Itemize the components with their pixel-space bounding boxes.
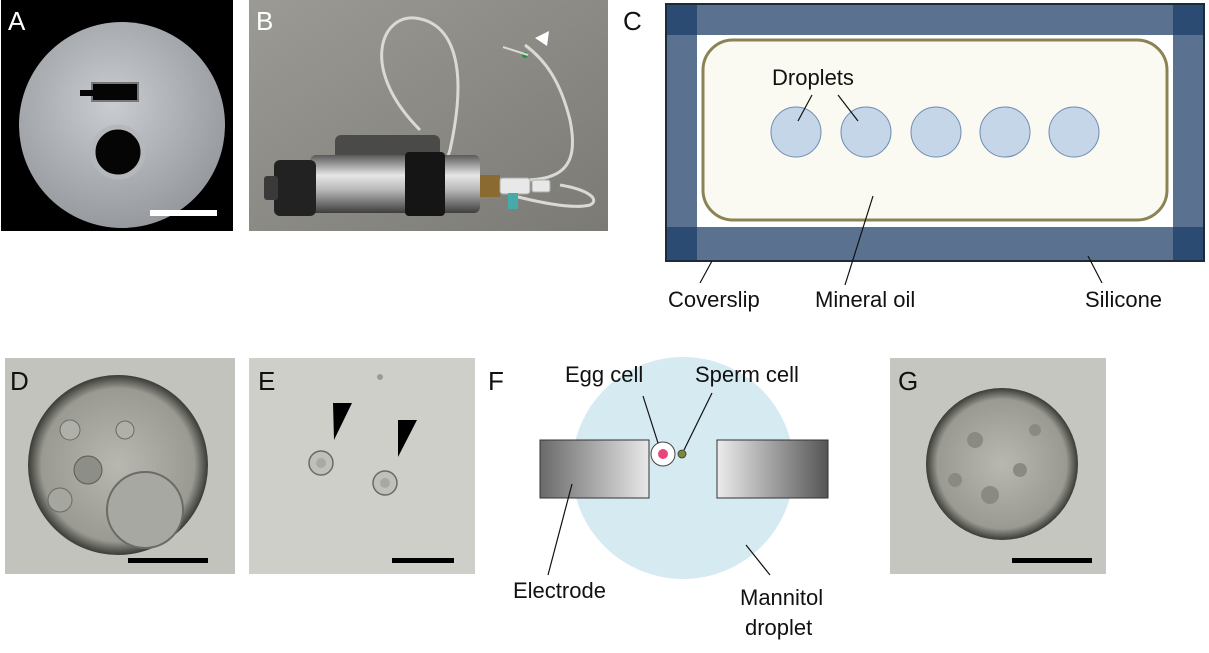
label-mineral-oil: Mineral oil bbox=[815, 287, 915, 312]
scale-bar bbox=[150, 210, 217, 216]
arrowhead-icon bbox=[535, 31, 549, 46]
panel-label-c: C bbox=[623, 6, 642, 36]
panel-b: B bbox=[249, 0, 608, 231]
label-sperm-cell: Sperm cell bbox=[695, 362, 799, 387]
electrode-left bbox=[539, 439, 650, 499]
panel-label-b: B bbox=[256, 6, 273, 36]
arrowhead-icon bbox=[398, 420, 417, 457]
scale-bar bbox=[128, 558, 208, 563]
label-droplets: Droplets bbox=[772, 65, 854, 90]
zygote-cell bbox=[926, 388, 1078, 540]
label-mannitol-line1: Mannitol bbox=[740, 585, 823, 610]
label-electrode: Electrode bbox=[513, 578, 606, 603]
arrowhead-icon bbox=[333, 403, 352, 440]
label-silicone: Silicone bbox=[1085, 287, 1162, 312]
label-mannitol-line2: droplet bbox=[745, 615, 812, 640]
panel-g: G bbox=[890, 358, 1106, 574]
pump-cylinder bbox=[310, 155, 480, 213]
scale-bar bbox=[392, 558, 454, 563]
panel-f: F Egg cell Sperm cell Electrode Mannitol… bbox=[488, 357, 829, 640]
panel-label-e: E bbox=[258, 366, 275, 396]
egg-nucleus bbox=[658, 449, 668, 459]
panel-label-g: G bbox=[898, 366, 918, 396]
disk-slot bbox=[91, 82, 139, 102]
disk-hole bbox=[90, 124, 146, 180]
panel-e: E bbox=[249, 358, 475, 574]
label-egg-cell: Egg cell bbox=[565, 362, 643, 387]
droplet bbox=[979, 106, 1031, 158]
panel-label-d: D bbox=[10, 366, 29, 396]
electrode-right bbox=[716, 439, 829, 499]
droplets bbox=[770, 106, 1100, 158]
mannitol-droplet bbox=[572, 357, 794, 579]
droplet bbox=[770, 106, 822, 158]
scale-bar bbox=[1012, 558, 1092, 563]
droplet bbox=[910, 106, 962, 158]
panel-label-a: A bbox=[8, 6, 26, 36]
panel-label-f: F bbox=[488, 366, 504, 396]
label-coverslip: Coverslip bbox=[668, 287, 760, 312]
panel-c: C Droplets Coverslip Mineral oil Silicon… bbox=[623, 3, 1205, 312]
droplet bbox=[1048, 106, 1100, 158]
panel-d: D bbox=[5, 358, 235, 574]
panel-a: A bbox=[1, 0, 233, 231]
sperm-cell bbox=[677, 449, 687, 459]
droplet bbox=[840, 106, 892, 158]
